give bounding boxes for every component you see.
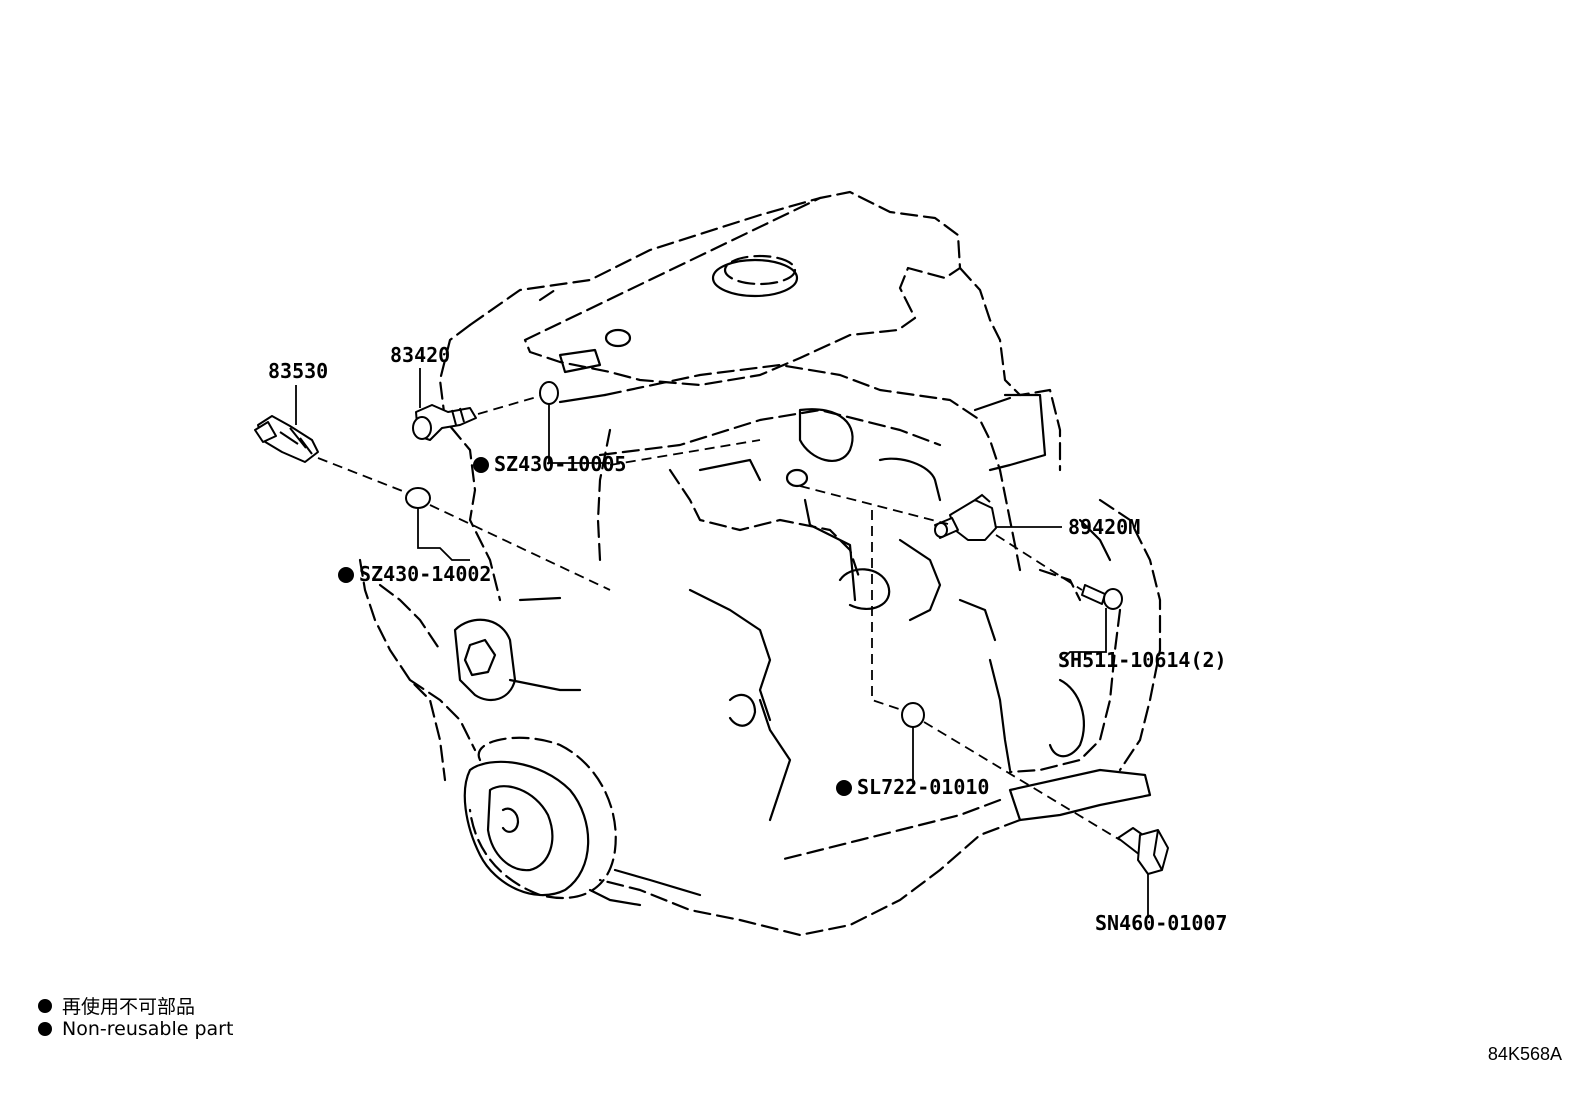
engine-block-outline [358,190,1162,937]
legend-bullet [38,1022,52,1036]
part-labels: 83530 83420 SZ430-10005 SZ430-14002 8942… [268,343,1227,935]
non-reusable-marker [338,567,354,583]
label-sz430-14002: SZ430-14002 [359,562,491,586]
gasket-sz430-14002 [405,487,431,509]
label-sn460-01007: SN460-01007 [1095,911,1227,935]
gasket-sl722-01010 [901,702,925,728]
label-sz430-10005: SZ430-10005 [494,452,626,476]
legend-bullet [38,998,52,1013]
gasket-sz430-10005 [539,381,559,405]
label-83420: 83420 [390,343,450,367]
coolant-temp-sensor-part [412,404,477,441]
legend-english: Non-reusable part [38,1018,233,1040]
legend-english-text: Non-reusable part [62,1018,234,1040]
label-89420m: 89420M [1068,515,1140,539]
label-sl722-01010: SL722-01010 [857,775,989,799]
label-83530: 83530 [268,359,328,383]
illustration-code: 84K568A [1487,1044,1562,1064]
non-reusable-marker [836,780,852,796]
legend-japanese: 再使用不可部品 [38,992,195,1019]
non-reusable-marker [473,457,489,473]
bolt-sh511-part [1081,584,1123,610]
callout-lines [295,368,1149,918]
legend-japanese-text: 再使用不可部品 [62,996,196,1018]
label-sh511-10614: SH511-10614(2) [1058,648,1227,672]
crank-position-sensor-part [934,493,997,541]
drain-plug-sn460-part [1117,827,1169,875]
leader-lines [317,395,1121,841]
oil-pressure-switch-part [254,415,319,463]
